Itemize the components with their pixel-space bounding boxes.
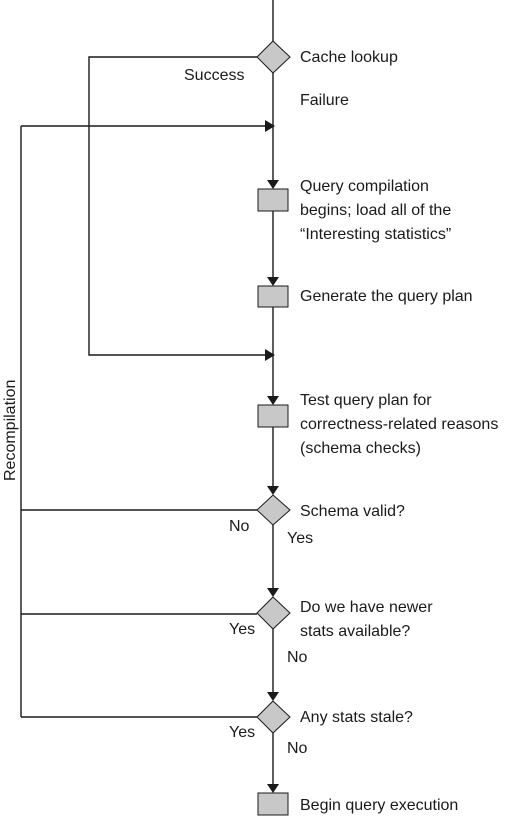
arrowhead-recompile-merge bbox=[265, 120, 275, 132]
label-newer-no: No bbox=[287, 649, 308, 666]
node-newer-stats: Do we have newer stats available? bbox=[300, 599, 437, 640]
arrowhead-test-plan bbox=[267, 396, 279, 405]
process-begin-execution bbox=[257, 792, 289, 816]
label-stale-yes: Yes bbox=[229, 724, 255, 741]
process-generate-plan bbox=[257, 285, 289, 308]
node-begin-execution: Begin query execution bbox=[300, 797, 458, 814]
label-stale-no: No bbox=[287, 740, 308, 757]
decision-newer-stats bbox=[256, 596, 291, 630]
label-failure: Failure bbox=[300, 92, 349, 109]
arrowhead-stats-stale bbox=[267, 692, 279, 701]
process-test-plan bbox=[257, 404, 289, 428]
label-success: Success bbox=[184, 67, 244, 84]
arrowhead-begin-execution bbox=[267, 784, 279, 793]
arrowhead-newer-stats bbox=[267, 588, 279, 597]
decision-stats-stale bbox=[256, 700, 291, 734]
decision-schema-valid bbox=[256, 494, 291, 526]
label-schema-no: No bbox=[229, 518, 250, 535]
label-schema-yes: Yes bbox=[287, 530, 313, 547]
arrowhead-schema-valid bbox=[267, 486, 279, 495]
node-stats-stale: Any stats stale? bbox=[300, 709, 413, 726]
decision-cache-lookup bbox=[256, 40, 291, 74]
node-test-plan: Test query plan for correctness-related … bbox=[300, 392, 503, 457]
arrowhead-generate-plan bbox=[267, 277, 279, 286]
node-cache-lookup: Cache lookup bbox=[300, 49, 398, 66]
node-generate-plan: Generate the query plan bbox=[300, 288, 473, 305]
process-query-compilation bbox=[257, 188, 289, 212]
label-newer-yes: Yes bbox=[229, 621, 255, 638]
node-schema-valid: Schema valid? bbox=[300, 503, 405, 520]
edge-success-bypass bbox=[88, 56, 265, 356]
arrowhead-query-compilation bbox=[267, 180, 279, 189]
arrowhead-success-merge bbox=[265, 349, 275, 361]
node-query-compilation: Query compilation begins; load all of th… bbox=[300, 178, 456, 243]
label-recompilation: Recompilation bbox=[2, 380, 19, 481]
